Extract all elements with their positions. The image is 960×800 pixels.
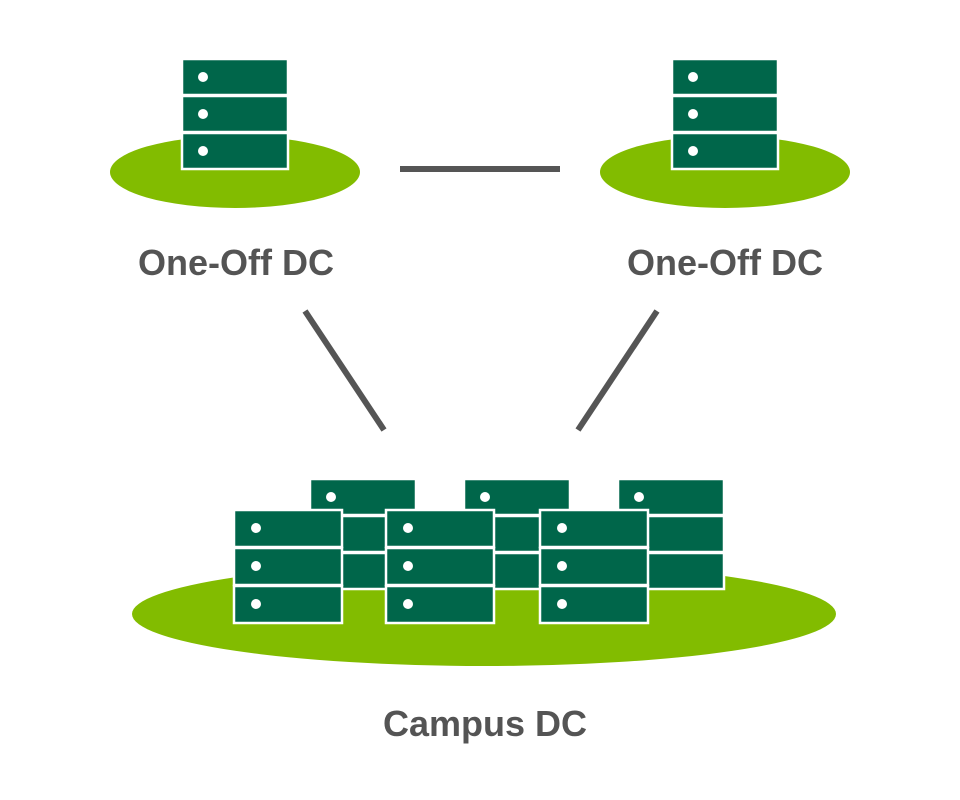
server-rack-icon xyxy=(384,508,496,625)
one-off-dc-left-label: One-Off DC xyxy=(138,242,334,283)
connector-right xyxy=(575,309,660,432)
one-off-dc-right-label: One-Off DC xyxy=(627,242,823,283)
server-rack-icon xyxy=(670,57,780,171)
one-off-dc-right: One-Off DC xyxy=(600,57,850,283)
server-rack-icon xyxy=(232,508,344,625)
campus-dc: Campus DC xyxy=(132,477,836,744)
platform-ellipse xyxy=(110,136,360,208)
connector-left xyxy=(302,309,387,432)
one-off-dc-left: One-Off DC xyxy=(110,57,360,283)
server-rack-icon xyxy=(180,57,290,171)
platform-ellipse xyxy=(600,136,850,208)
campus-dc-label: Campus DC xyxy=(383,703,587,744)
server-rack-icon xyxy=(538,508,650,625)
